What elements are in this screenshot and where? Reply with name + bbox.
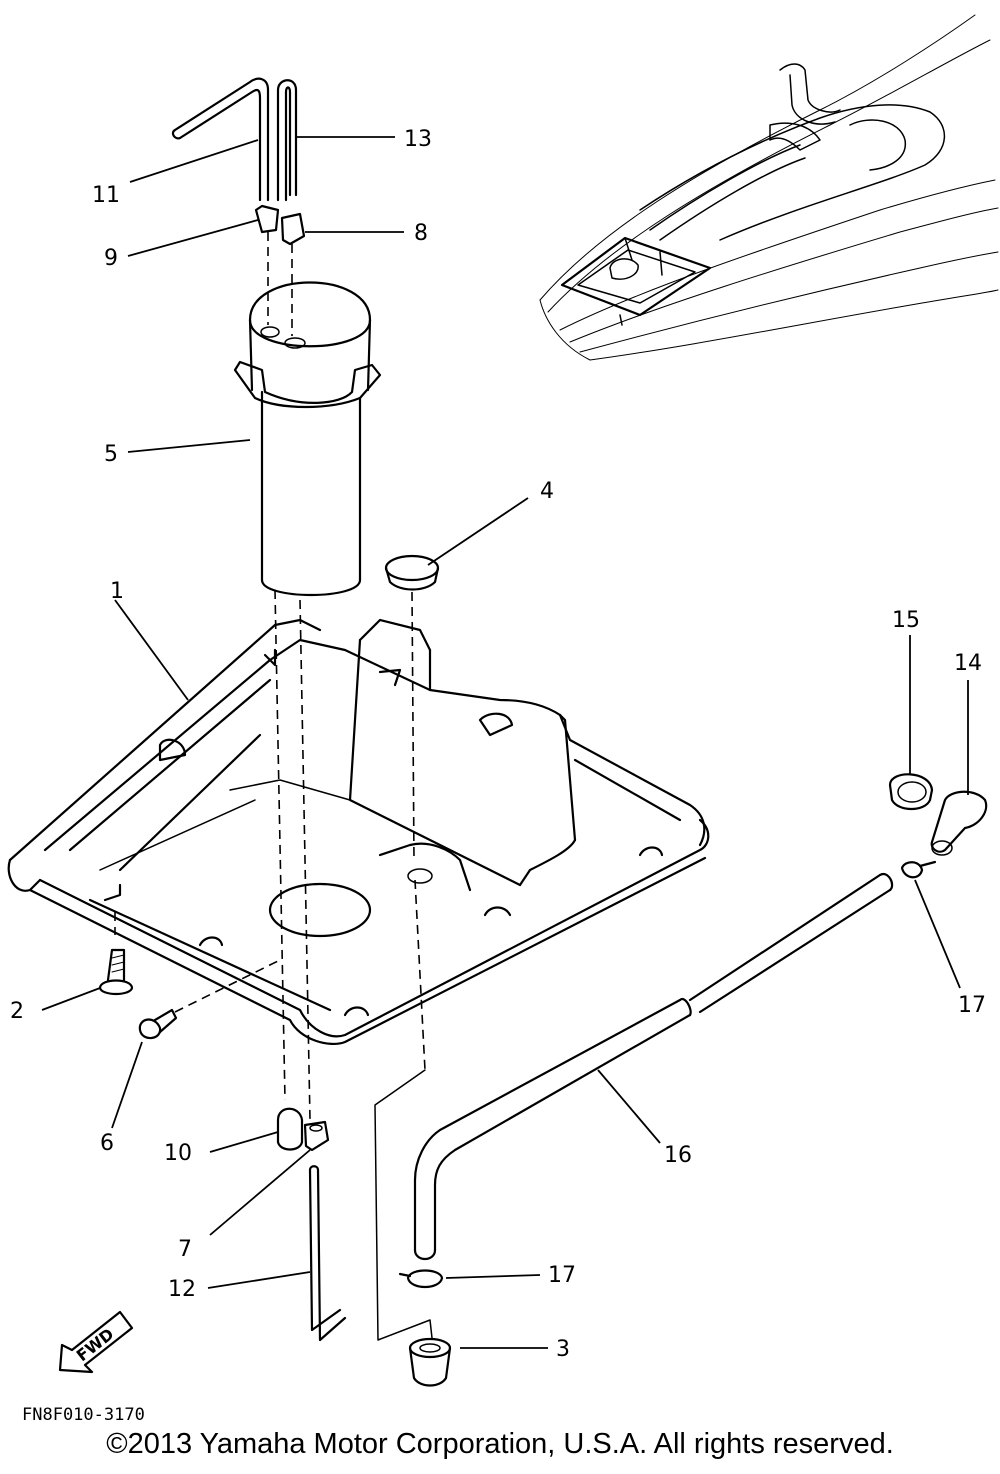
screw-part-6 bbox=[138, 1008, 178, 1040]
cap-part-15 bbox=[888, 773, 934, 811]
callout-13: 13 bbox=[404, 127, 432, 152]
callout-10: 10 bbox=[164, 1141, 192, 1166]
callout-14: 14 bbox=[954, 651, 982, 676]
callout-leaders bbox=[41, 136, 969, 1349]
callout-3: 3 bbox=[556, 1337, 570, 1362]
fitting-part-3 bbox=[408, 1337, 452, 1387]
assembly-lines bbox=[114, 589, 433, 1341]
callout-16: 16 bbox=[664, 1143, 692, 1168]
grommet-part-4 bbox=[384, 554, 440, 861]
callout-12: 12 bbox=[168, 1277, 196, 1302]
callout-11: 11 bbox=[92, 183, 120, 208]
callout-4: 4 bbox=[540, 479, 554, 504]
callout-17-lower: 17 bbox=[548, 1263, 576, 1288]
watercraft-illustration bbox=[539, 14, 999, 361]
callout-9: 9 bbox=[104, 246, 118, 271]
callout-8: 8 bbox=[414, 221, 428, 246]
callout-6: 6 bbox=[100, 1131, 114, 1156]
tray-frame-part-1 bbox=[7, 618, 710, 1046]
callout-1: 1 bbox=[110, 579, 124, 604]
callout-2: 2 bbox=[10, 999, 24, 1024]
fittings-part-10-7 bbox=[276, 1107, 330, 1152]
breather-hoses bbox=[171, 77, 306, 336]
callout-labels: 1 2 3 4 5 6 7 8 9 10 11 12 13 14 15 16 1… bbox=[10, 127, 986, 1362]
hose-part-16 bbox=[413, 872, 894, 1261]
callout-7: 7 bbox=[178, 1237, 192, 1262]
clamp-part-17 bbox=[398, 860, 937, 1289]
callout-17-upper: 17 bbox=[958, 993, 986, 1018]
forward-direction-arrow: FWD bbox=[58, 1310, 134, 1374]
drawing-code: FN8F010-3170 bbox=[22, 1405, 145, 1425]
callout-5: 5 bbox=[104, 442, 118, 467]
fitting-part-14 bbox=[930, 790, 988, 856]
callout-15: 15 bbox=[892, 608, 920, 633]
hose-part-12 bbox=[308, 1165, 347, 1342]
screw-part-2 bbox=[98, 948, 134, 996]
filter-canister-part-5 bbox=[233, 281, 382, 597]
copyright-notice: ©2013 Yamaha Motor Corporation, U.S.A. A… bbox=[106, 1428, 894, 1460]
